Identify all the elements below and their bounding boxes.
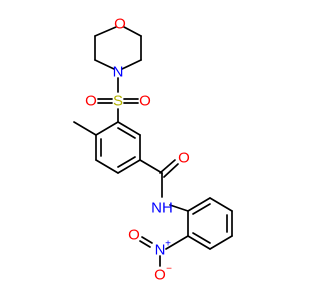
- bond-ring2-c1-c2: [187, 197, 211, 212]
- bond-ring1-c6-c1-inner: [117, 156, 136, 168]
- atom-labels: O N S O O O NH N + O − O: [85, 16, 190, 284]
- atom-nitro-nitrogen: N: [155, 242, 166, 259]
- bond-carbonyl-o-a: [159, 159, 176, 174]
- bond-ring2-c5-c6-inner: [192, 232, 211, 244]
- bonds: [73, 26, 233, 267]
- bond-ring1-c2-c3: [117, 121, 141, 136]
- bond-ring2-c2-c3: [209, 197, 233, 212]
- atom-nitro-oxygen-single-charge: −: [166, 264, 172, 275]
- atom-morpholine-nitrogen: N: [113, 64, 124, 81]
- bond-ring2-c4-c5: [209, 235, 233, 250]
- atom-carbonyl-oxygen: O: [178, 150, 190, 167]
- atom-sulfonyl-oxygen-left: O: [85, 93, 97, 110]
- atom-morpholine-oxygen: O: [114, 16, 126, 33]
- bond-nitro-n-o-double-a: [141, 236, 153, 244]
- atom-nitro-oxygen-double: O: [128, 227, 140, 244]
- bond-methyl: [73, 121, 97, 136]
- bond-n-ring2: [169, 204, 189, 212]
- atom-nitro-oxygen-single: O: [154, 267, 166, 284]
- bond-carbonyl-o-b: [163, 163, 179, 178]
- atom-amide-nh: NH: [151, 200, 173, 217]
- bond-ring1-c6-c1: [117, 159, 141, 174]
- bond-ring-carbonyl: [139, 159, 163, 174]
- bond-ring2-nitro-n: [165, 235, 189, 250]
- bond-ring2-c1-c2-inner: [192, 203, 211, 215]
- bond-morpholine-c4-o: [123, 26, 142, 37]
- bond-morpholine-o-c1: [94, 26, 117, 37]
- bond-morpholine-n-c3: [121, 59, 142, 70]
- bond-nitro-n-o-double-b: [139, 240, 151, 248]
- atom-nitro-nitrogen-charge: +: [165, 239, 171, 250]
- atom-sulfonyl-sulfur: S: [113, 93, 123, 110]
- atom-sulfonyl-oxygen-right: O: [139, 93, 151, 110]
- bond-ring1-c3-c4: [95, 121, 119, 136]
- bond-ring1-c5-c6: [95, 159, 119, 174]
- bond-morpholine-c2-n: [94, 59, 115, 70]
- bond-ring2-c5-c6: [187, 235, 211, 250]
- molecule-structure: O N S O O O NH N + O − O: [73, 16, 233, 284]
- bond-ring1-c2-c3-inner: [117, 127, 136, 139]
